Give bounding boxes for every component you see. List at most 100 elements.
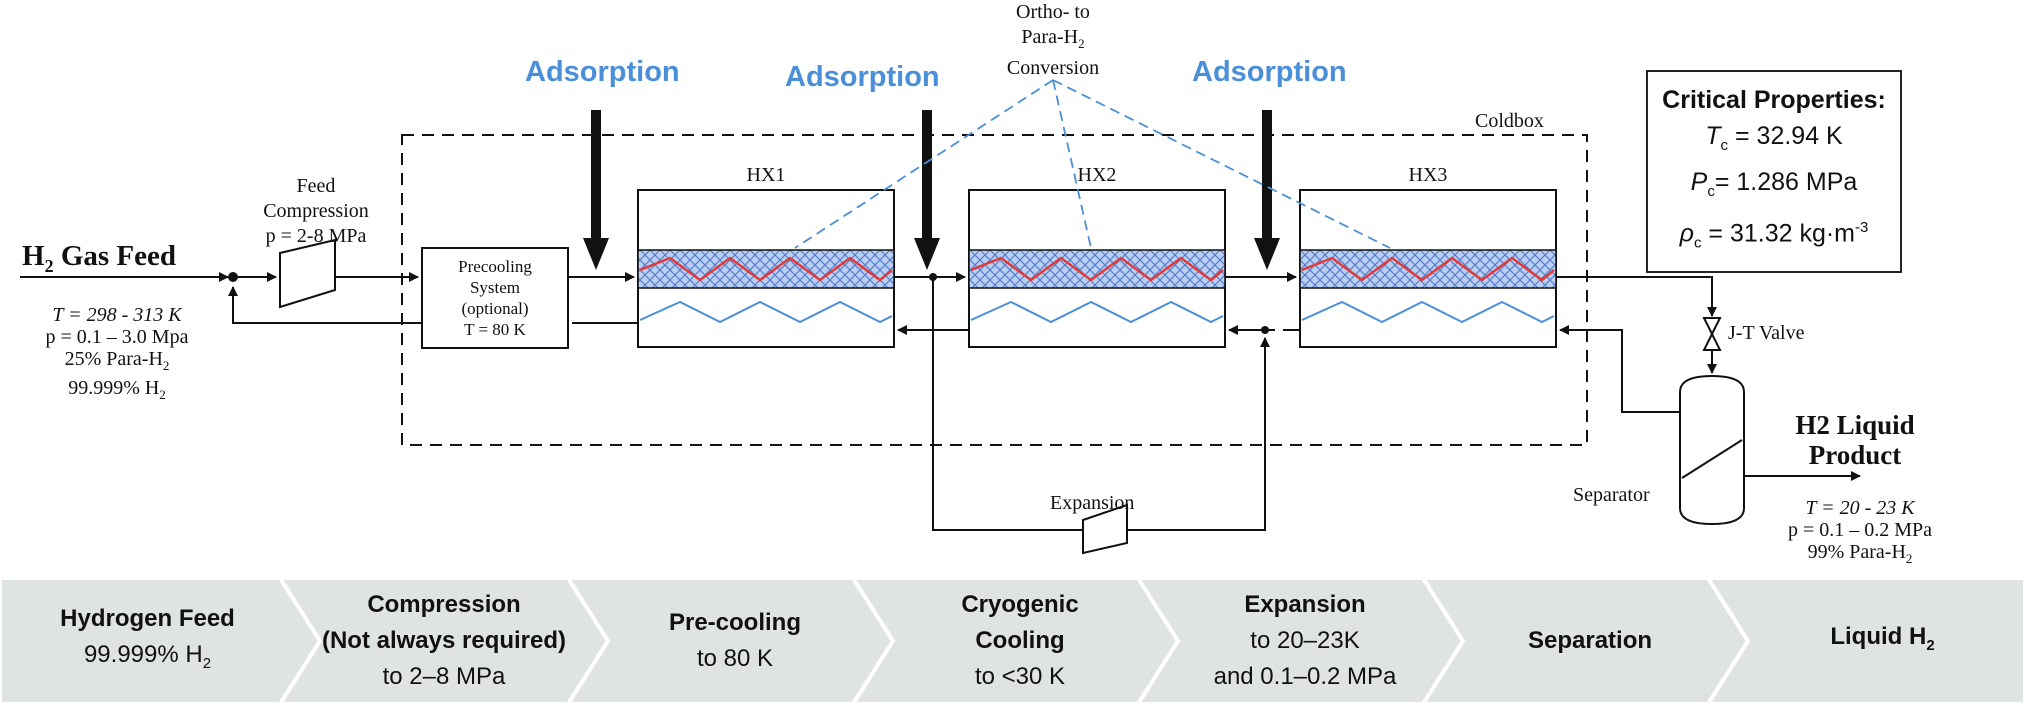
feed-pressure: p = 0.1 – 3.0 Mpa xyxy=(45,326,189,348)
feed-para-sub: 2 xyxy=(162,358,170,373)
hx2-blue-zigzag xyxy=(970,300,1224,324)
critical-rho-sub: c xyxy=(1693,234,1702,252)
critical-pc-symbol: P xyxy=(1690,168,1708,196)
stage-expansion: Expansion to 20–23K and 0.1–0.2 MPa xyxy=(1165,578,1445,704)
adsorption-arrow-3 xyxy=(1254,110,1280,270)
critical-rho-sup: -3 xyxy=(1855,219,1869,236)
coldbox-label: Coldbox xyxy=(1475,110,1544,132)
hx2-label: HX2 xyxy=(1077,164,1117,186)
chevron-7 xyxy=(1704,576,2025,704)
stage-1-title: Hydrogen Feed xyxy=(60,604,235,632)
product-para-sub: 2 xyxy=(1905,551,1913,566)
hx3-label: HX3 xyxy=(1408,164,1448,186)
adsorption-label-1: Adsorption xyxy=(525,56,680,88)
coldbox-outline xyxy=(401,134,1588,446)
stage-7-title-text: Liquid H xyxy=(1830,622,1927,650)
hx1-blue-zigzag xyxy=(639,300,893,324)
ortho-para-label: Ortho- to Para-H2 Conversion xyxy=(973,0,1133,81)
product-para-text: 99% Para-H xyxy=(1807,541,1906,563)
feed-temperature: T = 298 - 313 K xyxy=(52,304,182,326)
compression-pressure: p = 2-8 MPa xyxy=(265,225,367,247)
critical-rho: ρc = 31.32 kg·m-3 xyxy=(1662,210,1886,261)
stage-liquid-h2: Liquid H2 xyxy=(1740,578,2025,704)
ortho-line2-sub: 2 xyxy=(1078,36,1085,51)
stage-1-sub-sub: 2 xyxy=(202,654,212,672)
ortho-line3: Conversion xyxy=(1006,57,1100,79)
stage-compression: Compression (Not always required) to 2–8… xyxy=(300,578,588,704)
feed-conditions: T = 298 - 313 K p = 0.1 – 3.0 Mpa 25% Pa… xyxy=(12,304,222,406)
critical-tc-value: = 32.94 K xyxy=(1728,122,1843,150)
ortho-para-lines xyxy=(794,79,1391,249)
stage-1-sub: 99.999% H2 xyxy=(84,637,211,682)
stage-5-title: Expansion xyxy=(1244,591,1366,618)
hx2-red-zigzag xyxy=(970,256,1224,282)
product-line1: H2 Liquid xyxy=(1795,410,1915,440)
stage-3-title: Pre-cooling xyxy=(668,609,801,636)
chevron-band xyxy=(0,576,2025,704)
hx1-red-zigzag xyxy=(639,256,893,282)
stage-precooling: Pre-cooling to 80 K xyxy=(595,578,875,704)
critical-tc: Tc = 32.94 K xyxy=(1662,118,1886,164)
compression-label: Feed Compression p = 2-8 MPa xyxy=(236,174,396,249)
critical-rho-value: = 31.32 kg·m xyxy=(1701,219,1856,248)
precooling-temperature: T = 80 K xyxy=(464,320,526,339)
feed-purity: 99.999% H2 xyxy=(12,377,222,406)
adsorption-arrow-1 xyxy=(583,110,609,270)
stage-4-title: Cryogenic xyxy=(961,591,1079,618)
stage-2-title2: (Not always required) xyxy=(321,627,567,654)
compressor-symbol xyxy=(279,238,336,309)
feed-purity-sub: 2 xyxy=(159,387,166,402)
stage-7-title: Liquid H2 xyxy=(1830,619,1934,664)
stage-2-sub: to 2–8 MPa xyxy=(382,663,506,690)
ortho-line1: Ortho- to xyxy=(1016,1,1090,23)
feed-junction xyxy=(228,272,238,282)
critical-tc-symbol: T xyxy=(1705,122,1721,150)
critical-properties-box: Critical Properties: Tc = 32.94 K Pc= 1.… xyxy=(1646,70,1902,274)
stage-5-sub: to 20–23K xyxy=(1250,627,1360,654)
stage-5-sub2: and 0.1–0.2 MPa xyxy=(1213,663,1397,690)
product-temperature: T = 20 - 23 K xyxy=(1805,497,1915,519)
feed-title-rest: Gas Feed xyxy=(53,240,176,272)
precooling-line2: System xyxy=(469,278,521,297)
jt-valve-label: J-T Valve xyxy=(1728,322,1805,344)
feed-purity-text: 99.999% H xyxy=(68,377,160,399)
expansion-label: Expansion xyxy=(1050,492,1135,514)
feed-para: 25% Para-H2 xyxy=(12,348,222,377)
product-para: 99% Para-H2 xyxy=(1760,541,1960,570)
product-line2: Product xyxy=(1808,440,1902,470)
feed-title-h: H xyxy=(22,240,45,272)
precooling-label: Precooling System (optional) T = 80 K xyxy=(422,256,568,340)
stage-1-sub-text: 99.999% H xyxy=(83,640,203,668)
separator-vessel xyxy=(1679,374,1745,526)
stage-3-sub: to 80 K xyxy=(696,645,774,672)
adsorption-label-3: Adsorption xyxy=(1192,56,1347,88)
adsorption-label-2: Adsorption xyxy=(785,61,940,93)
separator-label: Separator xyxy=(1573,484,1650,506)
stage-4-sub: to <30 K xyxy=(974,663,1066,690)
hx3-blue-zigzag xyxy=(1301,300,1555,324)
expander-symbol xyxy=(1082,503,1128,555)
stage-separation: Separation xyxy=(1450,578,1730,704)
precooling-line3: (optional) xyxy=(461,299,529,318)
precooling-line1: Precooling xyxy=(458,257,532,276)
compression-line1: Feed xyxy=(296,175,336,197)
return-junction xyxy=(1261,326,1269,334)
critical-pc-sub: c xyxy=(1707,183,1715,200)
product-conditions: T = 20 - 23 K p = 0.1 – 0.2 MPa 99% Para… xyxy=(1760,497,1960,570)
hx3-box xyxy=(1299,189,1557,348)
product-title: H2 Liquid Product xyxy=(1755,410,1955,470)
critical-rho-symbol: ρ xyxy=(1679,219,1694,248)
critical-pc: Pc= 1.286 MPa xyxy=(1662,164,1886,210)
stage-7-title-sub: 2 xyxy=(1926,636,1935,654)
stage-2-title: Compression xyxy=(367,591,521,618)
stage-cryogenic-cooling: Cryogenic Cooling to <30 K xyxy=(880,578,1160,704)
feed-title: H2 Gas Feed xyxy=(22,240,176,277)
critical-title: Critical Properties: xyxy=(1662,86,1886,114)
product-pressure: p = 0.1 – 0.2 MPa xyxy=(1787,519,1933,541)
compression-line2: Compression xyxy=(263,200,369,222)
feed-title-sub: 2 xyxy=(44,255,54,276)
hx3-red-zigzag xyxy=(1301,256,1555,282)
ortho-line2-text: Para-H xyxy=(1021,26,1079,48)
critical-tc-sub: c xyxy=(1720,137,1729,154)
